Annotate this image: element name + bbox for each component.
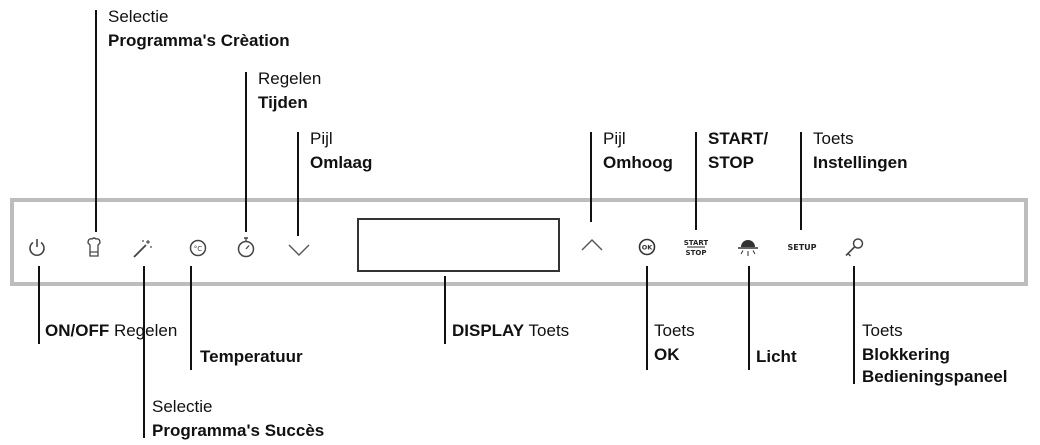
label-line: Pijl: [603, 129, 626, 148]
leader-line: [646, 266, 648, 370]
power-icon[interactable]: [27, 238, 47, 258]
leader-line: [853, 266, 855, 384]
leader-line: [748, 266, 750, 370]
stop-icon-text: STOP: [686, 249, 707, 257]
label-selectie-succes: Selectie Programma's Succès: [152, 396, 324, 442]
label-line: Toets: [813, 129, 854, 148]
timer-icon[interactable]: [236, 235, 256, 259]
label-temperatuur: Temperatuur: [200, 347, 303, 366]
ok-icon[interactable]: OK: [637, 237, 657, 257]
label-line: Selectie: [108, 7, 169, 26]
leader-line: [245, 72, 247, 232]
label-line: Omlaag: [310, 153, 373, 172]
label-start-stop: START/ STOP: [708, 128, 768, 174]
label-line: Bedieningspaneel: [862, 367, 1008, 386]
label-pijl-omhoog: Pijl Omhoog: [603, 128, 673, 174]
leader-line: [297, 132, 299, 236]
label-line: Programma's Crèation: [108, 31, 290, 50]
leader-line: [695, 132, 697, 230]
start-icon-text: START: [684, 239, 708, 247]
label-line: Programma's Succès: [152, 421, 325, 440]
label-regelen-tijden: Regelen Tijden: [258, 68, 321, 114]
temperature-icon[interactable]: °C: [188, 238, 208, 258]
label-line: Toets: [862, 321, 903, 340]
leader-line: [444, 276, 446, 344]
label-toets-instellingen: Toets Instellingen: [813, 128, 907, 174]
label-on-off-normal: Regelen: [113, 321, 178, 340]
label-line: STOP: [708, 153, 754, 172]
light-icon[interactable]: [736, 236, 760, 260]
setup-icon[interactable]: SETUP: [787, 240, 817, 254]
display-screen: [357, 218, 560, 272]
label-line: Toets: [654, 321, 695, 340]
label-pijl-omlaag: Pijl Omlaag: [310, 128, 372, 174]
label-line: Regelen: [258, 69, 322, 88]
leader-line: [95, 10, 97, 232]
label-licht: Licht: [756, 347, 797, 366]
svg-text:°C: °C: [194, 245, 203, 253]
label-selectie-creation: Selectie Programma's Crèation: [108, 6, 290, 52]
ok-icon-text: OK: [642, 244, 654, 252]
label-line: Selectie: [152, 397, 213, 416]
leader-line: [590, 132, 592, 222]
magic-wand-icon[interactable]: [131, 238, 153, 260]
label-line: Tijden: [258, 93, 308, 112]
leader-line: [190, 266, 192, 370]
setup-icon-text: SETUP: [787, 243, 816, 252]
label-display: DISPLAY Toets: [452, 320, 569, 342]
leader-line: [800, 132, 802, 230]
label-display-bold: DISPLAY: [452, 321, 525, 340]
chevron-down-icon[interactable]: [288, 243, 310, 257]
leader-line: [38, 266, 40, 344]
chevron-up-icon[interactable]: [581, 238, 603, 252]
start-stop-icon[interactable]: START STOP: [684, 235, 708, 259]
label-blokkering: Toets Blokkering Bedieningspaneel: [862, 320, 1007, 388]
label-line: Pijl: [310, 129, 333, 148]
label-line: OK: [654, 345, 680, 364]
leader-line: [143, 266, 145, 438]
label-on-off-bold: ON/OFF: [45, 321, 110, 340]
label-line: Omhoog: [603, 153, 673, 172]
label-toets-ok: Toets OK: [654, 320, 695, 366]
chef-hat-icon[interactable]: [86, 237, 102, 259]
label-line: START/: [708, 129, 769, 148]
label-on-off: ON/OFF Regelen: [45, 320, 177, 342]
key-icon[interactable]: [843, 237, 865, 259]
label-line: Blokkering: [862, 345, 950, 364]
label-line: Instellingen: [813, 153, 908, 172]
label-display-normal: Toets: [528, 321, 570, 340]
